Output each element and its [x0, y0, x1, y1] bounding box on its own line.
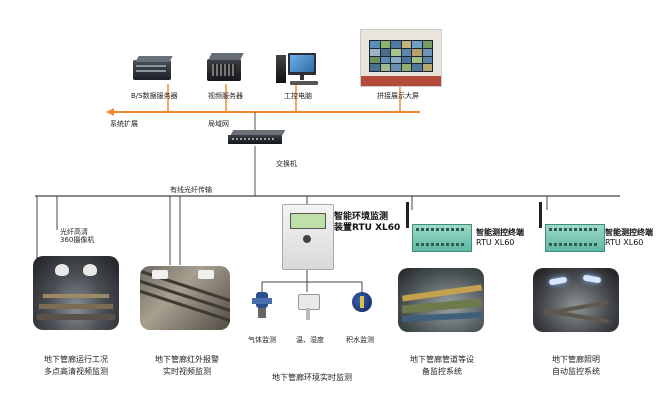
- video-server-device: [207, 53, 244, 83]
- caption-video-monitor: 地下管廊运行工况 多点高清视频监测: [44, 355, 108, 376]
- gas-sensor: [252, 292, 272, 320]
- pipe-equipment-photo: [398, 268, 484, 332]
- switch-device: [228, 130, 286, 146]
- rtu-b-title: 智能测控终端 RTU XL60: [605, 228, 653, 247]
- video-wall-label: 拼接展示大屏: [377, 92, 419, 100]
- video-wall-device: [360, 29, 442, 87]
- switch-label: 交换机: [276, 160, 297, 168]
- caption-lighting: 地下管廊照明 自动监控系统: [552, 355, 600, 376]
- gas-sensor-label: 气体监测: [248, 336, 276, 344]
- environment-monitor-device: [282, 204, 334, 270]
- bs-server-device: [133, 56, 173, 82]
- video-server-label: 视频服务器: [208, 92, 243, 100]
- lighting-photo: [533, 268, 619, 332]
- fiber-transmission-label: 有线光纤传输: [170, 186, 212, 194]
- workstation-label: 工控电脑: [284, 92, 312, 100]
- camera-icon: [198, 270, 214, 279]
- rtu-terminal-a: [402, 202, 474, 256]
- caption-environment: 地下管廊环境实时监测: [272, 373, 352, 382]
- bs-server-label: B/S数据服务器: [131, 92, 178, 100]
- system-expansion-label: 系统扩展: [110, 120, 138, 128]
- workstation-device: [276, 53, 320, 87]
- camera-label: 光纤高清 360摄像机: [60, 228, 95, 245]
- rtu-terminal-b: [535, 202, 607, 256]
- temp-humidity-label: 温、湿度: [296, 336, 324, 344]
- environment-monitor-title: 智能环境监测 装置RTU XL60: [334, 212, 401, 233]
- temp-humidity-sensor: [296, 294, 320, 320]
- lan-label: 局域网: [208, 120, 229, 128]
- camera-icon: [83, 264, 97, 276]
- camera-icon: [55, 264, 69, 276]
- infrared-cable-photo: [140, 266, 230, 330]
- water-sensor: [350, 292, 376, 320]
- caption-pipe-equipment: 地下管廊管道等设 备监控系统: [410, 355, 474, 376]
- rtu-a-title: 智能测控终端 RTU XL60: [476, 228, 524, 247]
- water-sensor-label: 积水监测: [346, 336, 374, 344]
- caption-infrared-alarm: 地下管廊红外报警 实时视频监测: [155, 355, 219, 376]
- camera-icon: [152, 270, 168, 279]
- arrow-left-icon: [106, 108, 114, 116]
- tunnel-camera-photo: [33, 256, 119, 330]
